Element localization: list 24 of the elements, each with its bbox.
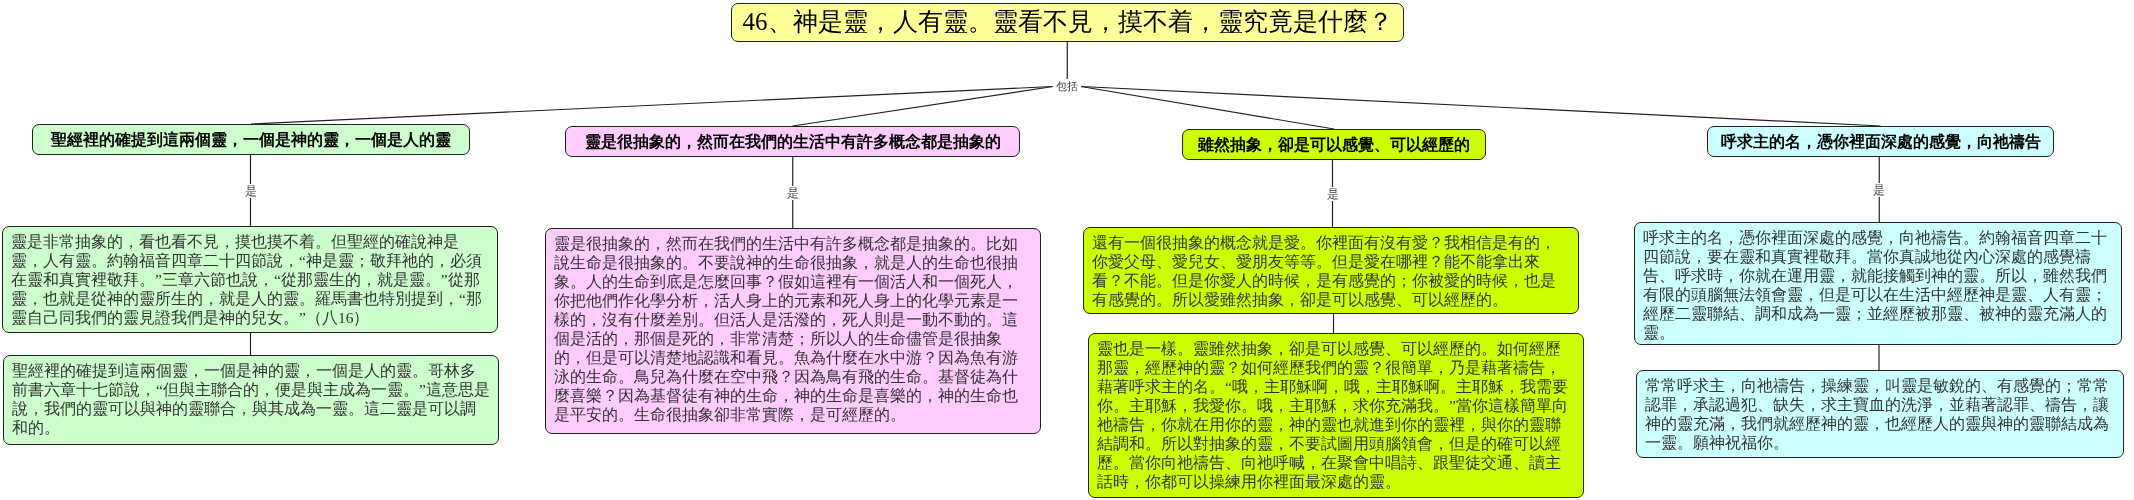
concept-box: 靈是很抽象的，然而在我們的生活中有許多概念都是抽象的 <box>565 126 1020 157</box>
text-box: 常常呼求主，向祂禱告，操練靈，叫靈是敏銳的、有感覺的；常常認罪，承認過犯、缺失，求主寶血的洗淨，並藉著認罪、禱告，讓神的靈充滿，我們就經歷神的靈，也經歷人的靈與神的靈聯結成為一靈。願神祝福你。 <box>1636 370 2124 458</box>
concept-box: 雖然抽象，卻是可以感覺、可以經歷的 <box>1182 129 1486 160</box>
text-box: 聖經裡的確提到這兩個靈，一個是神的靈，一個是人的靈。哥林多前書六章十七節說，“但與主聯合的，便是與主成為一靈。”這意思是說，我們的靈可以與神的靈聯合，與其成為一靈。這二靈是可以調和的。 <box>3 355 499 445</box>
edge-label: 是 <box>1325 186 1340 201</box>
edge-label: 是 <box>1872 182 1887 197</box>
concept-box: 呼求主的名，憑你裡面深處的感覺，向祂禱告 <box>1707 126 2054 157</box>
text-box: 靈是非常抽象的，看也看不見，摸也摸不着。但聖經的確說神是靈，人有靈。約翰福音四章二十四節說，“神是靈；敬拜祂的，必須在靈和真實裡敬拜。”三章六節也說，“從那靈生的，就是靈。”從那靈，也就是從神的靈所生的，就是人的靈。羅馬書也特別提到，“那靈自己同我們的靈見證我們是神的兒女。”（八16） <box>2 226 498 333</box>
connector-line <box>1878 344 1880 371</box>
connector-line <box>1332 313 1335 334</box>
connector-line <box>249 154 252 227</box>
text-box: 呼求主的名，憑你裡面深處的感覺，向祂禱告。約翰福音四章二十四節說，要在靈和真實裡敬拜。當你真誠地從內心深處的感覺禱告、呼求時，你就在運用靈，就能接觸到神的靈。所以，雖然我們有限的頭腦無法領會靈，但是可以在生活中經歷神是靈、人有靈；經歷二靈聯結、調和成為一靈；並經歷被那靈、被神的靈充滿人的靈。 <box>1634 222 2122 345</box>
text-box: 靈是很抽象的，然而在我們的生活中有許多概念都是抽象的。比如說生命是很抽象的。不要說神的生命很抽象，就是人的生命也很抽象。人的生命到底是怎麼回事？假如這裡有一個活人和一個死人，你把他們作化學分析，活人身上的元素和死人身上的化學元素是一樣的，沒有什麼差別。但活人是活潑的，死人則是一動不動的。這個是活的，那個是死的，非常清楚；所以人的生命儘管是很抽象的，但是可以清楚地認識和看見。魚為什麼在水中游？因為魚有游泳的生命。鳥兒為什麼在空中飛？因為鳥有飛的生命。基督徒為什麼喜樂？因為基督徒有神的生命，神的生命是喜樂的，神的生命也是平安的。生命很抽象卻非常實際，是可經歷的。 <box>545 228 1041 434</box>
text-box: 靈也是一樣。靈雖然抽象，卻是可以感覺、可以經歷的。如何經歷那靈，經歷神的靈？如何經歷我們的靈？很簡單，乃是藉著禱告，藉著呼求主的名。“哦，主耶穌啊，哦，主耶穌啊。主耶穌，我需要你。主耶穌，我愛你。哦，主耶穌，求你充滿我。”當你這樣簡單向祂禱告，你就在用你的靈，神的靈也就進到你的靈裡，與你的靈聯結調和。所以對抽象的靈，不要試圖用頭腦領會，但是的確可以經歷。當你向祂禱告、向祂呼喊，在聚會中唱詩、跟聖徒交通、讀主話時，你都可以操練用你裡面最深處的靈。 <box>1088 333 1584 498</box>
linking-phrase: 包括 <box>1053 79 1081 94</box>
connector-line <box>1878 156 1880 223</box>
text-box: 還有一個很抽象的概念就是愛。你裡面有沒有愛？我相信是有的，你愛父母、愛兒女、愛朋友等等。但是愛在哪裡？能不能拿出來看？不能。但是你愛人的時候，是有感覺的；你被愛的時候，也是有感覺的。所以愛雖然抽象，卻是可以感覺、可以經歷的。 <box>1083 227 1579 314</box>
edge-label: 是 <box>243 183 258 198</box>
concept-box: 聖經裡的確提到這兩個靈，一個是神的靈，一個是人的靈 <box>32 124 470 155</box>
connector-line <box>249 332 252 356</box>
title-box: 46、神是靈，人有靈。靈看不見，摸不着，靈究竟是什麼？ <box>731 3 1404 42</box>
edge-label: 是 <box>785 185 800 200</box>
connector-line <box>792 156 794 229</box>
connector-line <box>1066 41 1068 80</box>
